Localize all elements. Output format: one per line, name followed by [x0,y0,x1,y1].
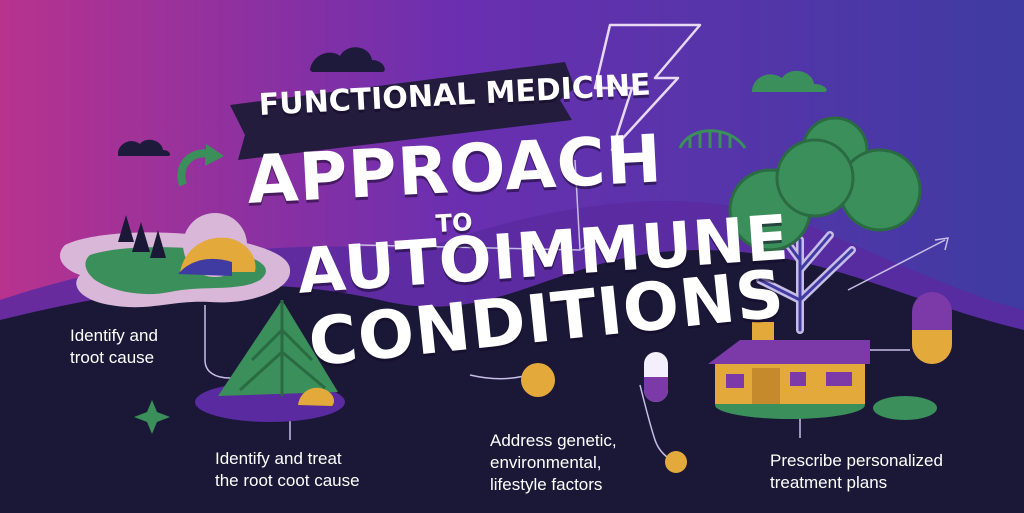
caption-center-right-line2: environmental, [490,453,602,472]
cloud-icon-small [118,139,171,156]
caption-center-right-line3: lifestyle factors [490,475,603,494]
tree-icon [728,116,922,334]
gold-dot-small [665,451,687,473]
capsule-icon [644,352,668,402]
cloud-icon [310,47,385,72]
caption-right: Prescribe personalized treatment plans [770,450,943,494]
green-stone [873,396,937,420]
cloud-icon-green [752,70,827,92]
caption-right-line2: treatment plans [770,473,888,492]
house-icon [708,322,870,419]
caption-left-line2: troot cause [70,348,155,367]
floating-island [60,213,291,308]
grass-icon [678,129,747,149]
refresh-arrow-head-icon [205,144,224,166]
caption-center-right-line1: Address genetic, [490,431,617,450]
caption-center-left: Identify and treat the root coot cause [215,448,360,492]
leaf-tent-icon [195,300,345,422]
caption-left-line1: Identify and [70,326,158,345]
caption-left: Identify and troot cause [70,325,158,369]
gold-dot [521,363,555,397]
capsule-icon-large [912,292,952,364]
navy-ground [0,250,1024,513]
caption-right-line1: Prescribe personalized [770,451,943,470]
caption-center-left-line2: the root coot cause [215,471,360,490]
lightning-bolt-icon [593,23,702,152]
caption-center-left-line1: Identify and treat [215,449,342,468]
sparkle-icon [134,400,170,434]
title-banner [230,62,575,160]
caption-center-right: Address genetic, environmental, lifestyl… [490,430,617,496]
